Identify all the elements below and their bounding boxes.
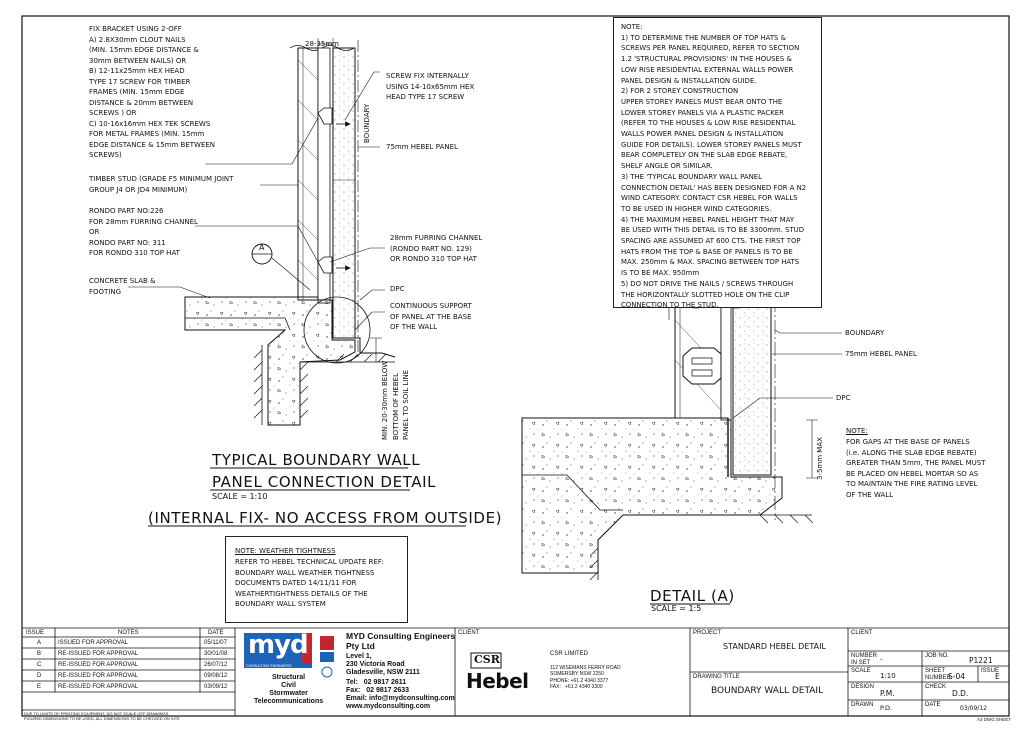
- weather-note-heading: NOTE: WEATHER TIGHTNESS: [235, 547, 336, 555]
- check-label: CHECK: [925, 684, 947, 690]
- project-value: STANDARD HEBEL DETAIL: [723, 642, 826, 651]
- issue-row-c-note: RE-ISSUED FOR APPROVAL: [58, 662, 139, 668]
- issue-row-a-date: 05/11/07: [204, 640, 227, 646]
- job-no-label: JOB NO.: [925, 653, 950, 659]
- issue-row-d-date: 09/08/12: [204, 673, 228, 679]
- drawn-value: P.D.: [880, 704, 893, 712]
- job-no-value: P1221: [969, 656, 993, 665]
- myd-logo: myd: [248, 630, 309, 660]
- drawing-title-value: BOUNDARY WALL DETAIL: [711, 686, 824, 696]
- detail-a-title: DETAIL (A): [650, 587, 735, 605]
- check-value: D.D.: [952, 689, 969, 698]
- boundary-vertical-label: BOUNDARY: [363, 103, 371, 143]
- number-in-set-label: NUMBER IN SET: [851, 653, 878, 666]
- below-soil-label: MIN. 20-30mm BELOW BOTTOM OF HEBEL PANEL…: [381, 360, 410, 440]
- continuous-support-label: CONTINUOUS SUPPORT OF PANEL AT THE BASE …: [390, 302, 472, 331]
- rondo-label: RONDO PART NO:226 FOR 28mm FURRING CHANN…: [89, 207, 198, 257]
- client-label: CLIENT: [458, 630, 480, 636]
- design-value: P.M.: [880, 689, 895, 698]
- myd-contact: Tel: 02 9817 2611 Fax: 02 9817 2633 Emai…: [346, 679, 455, 710]
- project-label: PROJECT: [693, 630, 722, 636]
- hebel-panel-label: 75mm HEBEL PANEL: [386, 143, 458, 151]
- csr-logo: CSR: [474, 653, 500, 666]
- fix-bracket-label: FIX BRACKET USING 2-OFF A) 2.8X30mm CLOU…: [89, 25, 216, 159]
- general-notes-text: NOTE: 1) TO DETERMINE THE NUMBER OF TOP …: [621, 23, 807, 310]
- csr-name: CSR LIMITED: [550, 651, 589, 657]
- issue-row-d-code: D: [37, 673, 42, 679]
- sheet-number-value: S-04: [948, 672, 966, 681]
- myd-address: Level 1, 230 Victoria Road Gladesville, …: [346, 653, 420, 676]
- drawn-label: DRAWN: [851, 702, 874, 708]
- detail-a-scale: SCALE = 1:5: [651, 604, 702, 613]
- myd-services: Structural Civil Stormwater Telecommunic…: [254, 674, 324, 705]
- issue-row-b-note: RE-ISSUED FOR APPROVAL: [58, 651, 139, 657]
- myd-company: MYD Consulting Engineers Pty Ltd: [346, 631, 456, 651]
- issue-label: ISSUE: [981, 668, 1000, 674]
- myd-tagline: CONSULTING ENGINEERS: [246, 664, 292, 668]
- issue-row-e-code: E: [37, 684, 42, 690]
- issue-row-e-note: RE-ISSUED FOR APPROVAL: [58, 684, 139, 690]
- design-label: DESIGN: [851, 684, 875, 690]
- dpc-label: DPC: [390, 285, 405, 293]
- date-header: DATE: [208, 630, 224, 636]
- callout-a: A: [259, 243, 265, 252]
- issue-row-e-date: 03/09/12: [204, 684, 228, 690]
- sheet-size: A3 DWG SHEET: [977, 717, 1012, 722]
- weather-tightness-note: NOTE: WEATHER TIGHTNESS REFER TO HEBEL T…: [225, 536, 408, 623]
- issue-row-d-note: RE-ISSUED FOR APPROVAL: [58, 673, 139, 679]
- issue-row-c-code: C: [37, 662, 42, 668]
- main-title-line2: PANEL CONNECTION DETAIL: [212, 473, 437, 491]
- issue-row-c-date: 26/07/12: [204, 662, 228, 668]
- notes-header: NOTES: [118, 630, 139, 636]
- sheet-number-label: SHEET NUMBER: [925, 668, 952, 681]
- general-notes-box: NOTE: 1) TO DETERMINE THE NUMBER OF TOP …: [613, 17, 822, 310]
- main-title-line3: (INTERNAL FIX- NO ACCESS FROM OUTSIDE): [148, 509, 503, 527]
- detail-a-boundary-label: BOUNDARY: [845, 329, 885, 337]
- dimension-28-35: 28-35mm: [305, 40, 339, 48]
- hebel-logo: Hebel: [466, 669, 529, 693]
- slab-footing-label: CONCRETE SLAB & FOOTING: [89, 277, 156, 296]
- disclaimer: DUE TO LIMITS OF PRINTING EQUIPMENT, DO …: [24, 711, 180, 721]
- issue-value: E: [995, 672, 1000, 681]
- screw-fix-label: SCREW FIX INTERNALLY USING 14-10x65mm HE…: [386, 72, 475, 101]
- detail-a-note-heading: NOTE:: [846, 427, 868, 435]
- issue-row-a-code: A: [37, 640, 42, 646]
- csr-address: 112 WISEMANS FERRY ROAD SOMERSBY NSW 225…: [550, 665, 621, 690]
- scale-label: SCALE: [851, 668, 871, 674]
- timber-stud-label: TIMBER STUD (GRADE F5 MINIMUM JOINT GROU…: [89, 175, 234, 194]
- issue-row-b-date: 30/01/08: [204, 651, 228, 657]
- scale-value: 1:10: [880, 672, 896, 680]
- detail-a-dpc-label: DPC: [836, 394, 851, 402]
- detail-a-dimension: 3-5mm MAX: [816, 437, 824, 480]
- detail-a-note-body: FOR GAPS AT THE BASE OF PANELS (i.e. ALO…: [846, 438, 986, 499]
- main-title-line1: TYPICAL BOUNDARY WALL: [212, 451, 421, 469]
- main-title-scale: SCALE = 1:10: [212, 492, 268, 501]
- weather-note-body: REFER TO HEBEL TECHNICAL UPDATE REF: BOU…: [235, 558, 384, 608]
- drawing-title-label: DRAWING TITLE: [693, 674, 740, 680]
- detail-a-note: NOTE: FOR GAPS AT THE BASE OF PANELS (i.…: [842, 420, 994, 502]
- date-label: DATE: [925, 702, 941, 708]
- detail-a-panel-label: 75mm HEBEL PANEL: [845, 350, 917, 358]
- date-value: 03/09/12: [960, 705, 987, 712]
- furring-channel-label: 28mm FURRING CHANNEL (RONDO PART NO. 129…: [390, 234, 483, 263]
- issue-header: ISSUE: [26, 630, 45, 636]
- issue-row-b-code: B: [37, 651, 42, 657]
- number-in-set-value: -: [880, 656, 883, 664]
- issue-row-a-note: ISSUED FOR APPROVAL: [58, 640, 128, 646]
- client-label-2: CLIENT: [851, 630, 873, 636]
